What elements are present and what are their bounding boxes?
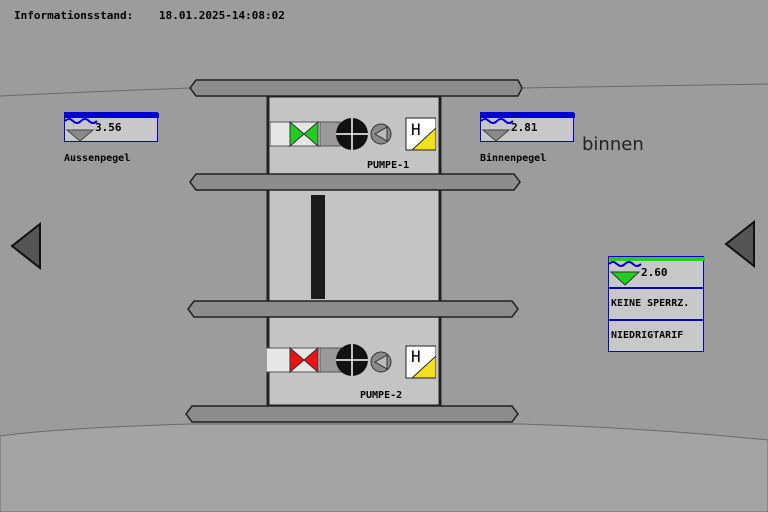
- pump-1-mode: H: [411, 120, 421, 139]
- inner-level-label: Binnenpegel: [480, 153, 547, 164]
- pump-2-mode: H: [411, 347, 421, 366]
- nav-right-arrow-icon[interactable]: [724, 220, 756, 268]
- info-label: Informationsstand:: [14, 9, 134, 22]
- pump-1-unit[interactable]: H: [269, 116, 437, 156]
- pump-1-graphic: [269, 117, 437, 151]
- lock-status-box[interactable]: KEINE SPERRZ.: [608, 288, 704, 320]
- tariff-status-box[interactable]: NIEDRIGTARIF: [608, 320, 704, 352]
- outer-level-value: 3.56: [95, 121, 122, 134]
- right-level-indicator[interactable]: 2.60: [608, 256, 705, 288]
- right-level-value: 2.60: [641, 266, 668, 279]
- inner-level-indicator[interactable]: 2.81: [480, 112, 575, 142]
- water-level-icon: [609, 257, 705, 286]
- pump-1-label: PUMPE-1: [367, 160, 410, 171]
- pump-2-graphic: [265, 344, 437, 379]
- outer-level-indicator[interactable]: 3.56: [64, 112, 159, 142]
- water-level-icon: [481, 113, 575, 142]
- inner-level-value: 2.81: [511, 121, 538, 134]
- pump-2-unit[interactable]: H: [265, 344, 437, 384]
- nav-left-arrow-icon[interactable]: [10, 222, 42, 270]
- outer-level-label: Aussenpegel: [64, 153, 131, 164]
- side-label: binnen: [582, 134, 644, 155]
- pump-2-label: PUMPE-2: [360, 390, 403, 401]
- timestamp: 18.01.2025-14:08:02: [159, 9, 285, 22]
- water-level-icon: [65, 113, 159, 142]
